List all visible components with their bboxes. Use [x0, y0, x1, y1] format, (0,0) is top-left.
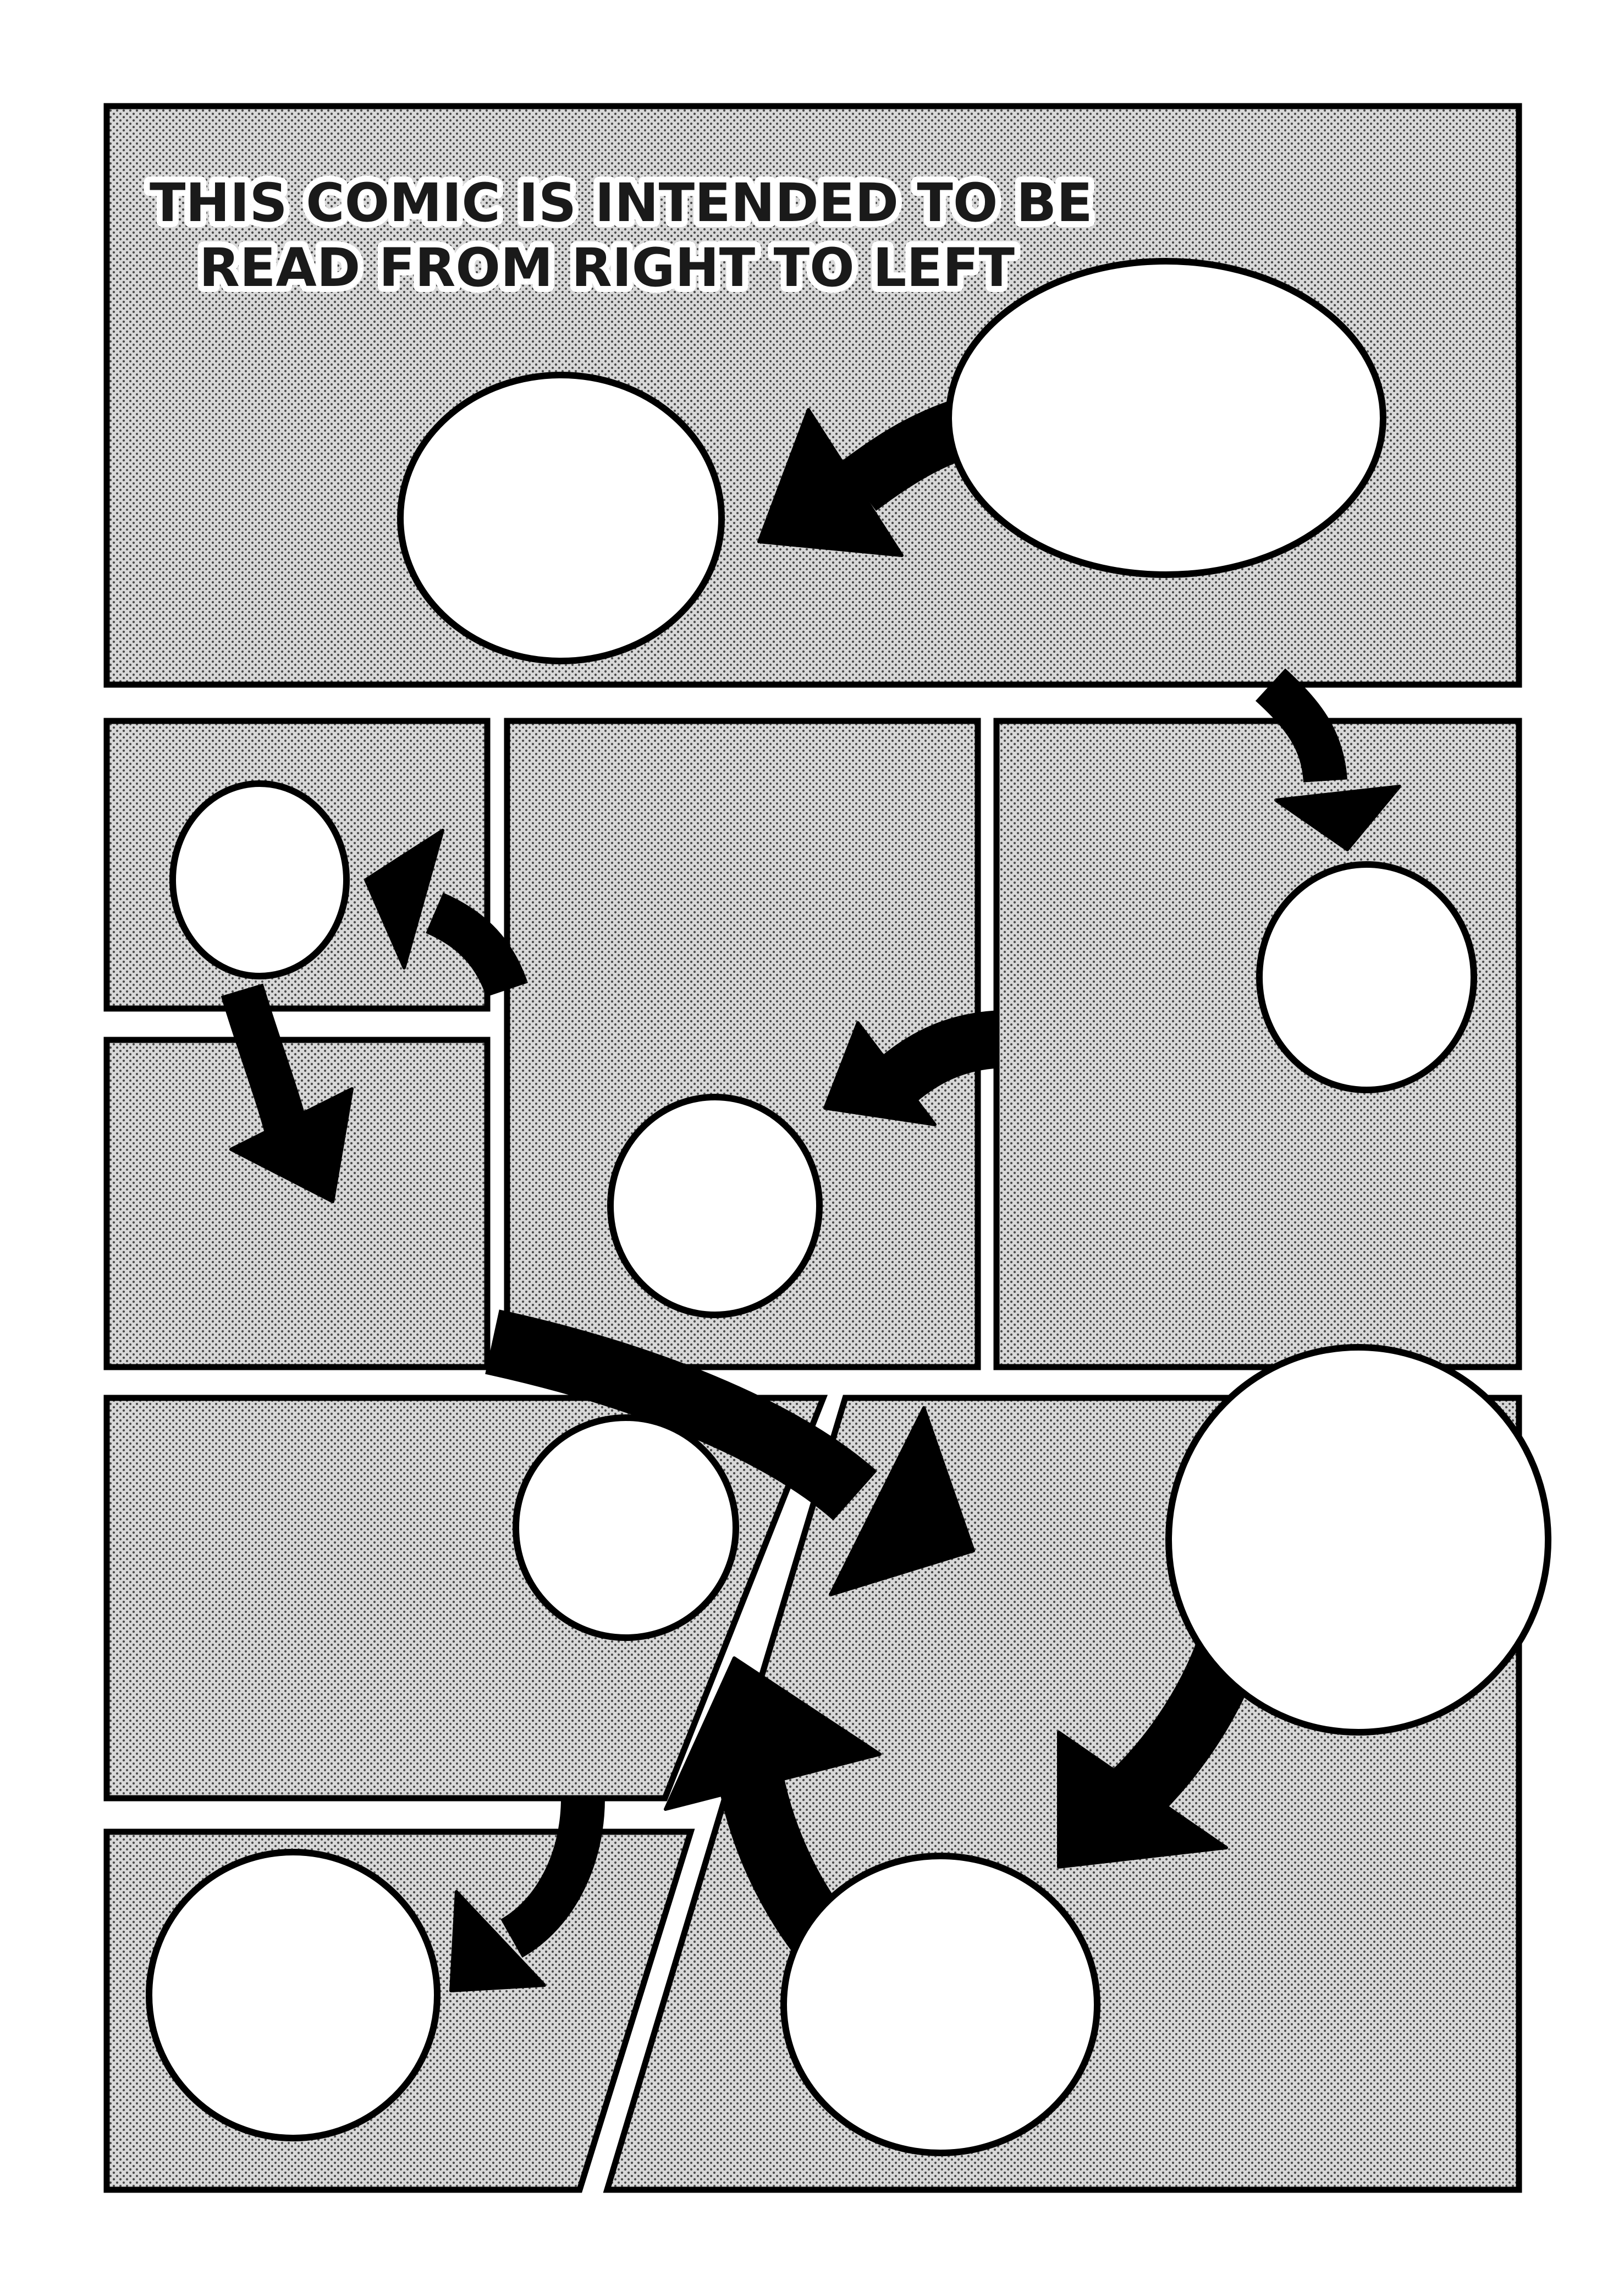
panel-5 — [103, 1037, 491, 1370]
arrow-panel3-to-panel4 — [364, 829, 528, 998]
caption-line-1: THIS COMIC IS INTENDED TO BE — [150, 172, 1093, 234]
speech-bubble-6 — [1165, 1344, 1551, 1736]
speech-bubble-9 — [146, 1849, 441, 2141]
arrow-panel5-to-panel6 — [485, 1309, 975, 1596]
arrow-panel1-to-panel2 — [1255, 668, 1401, 851]
speech-bubbles — [146, 258, 1551, 2156]
speech-bubble-4 — [607, 1094, 823, 1318]
speech-bubble-2 — [397, 372, 725, 664]
arrow-panel7-to-panel8 — [449, 1798, 605, 1992]
arrow-panel2-to-panel3 — [823, 1010, 999, 1126]
caption-line-2: READ FROM RIGHT TO LEFT — [199, 237, 1015, 299]
arrow-panel4-to-panel5 — [221, 983, 354, 1203]
reading-direction-caption: THIS COMIC IS INTENDED TO BE READ FROM R… — [144, 166, 1099, 305]
speech-bubble-1 — [945, 258, 1386, 578]
speech-bubble-3 — [1256, 861, 1477, 1093]
speech-bubble-8 — [780, 1853, 1100, 2156]
speech-bubble-5 — [169, 780, 350, 979]
speech-bubble-7 — [513, 1414, 739, 1641]
